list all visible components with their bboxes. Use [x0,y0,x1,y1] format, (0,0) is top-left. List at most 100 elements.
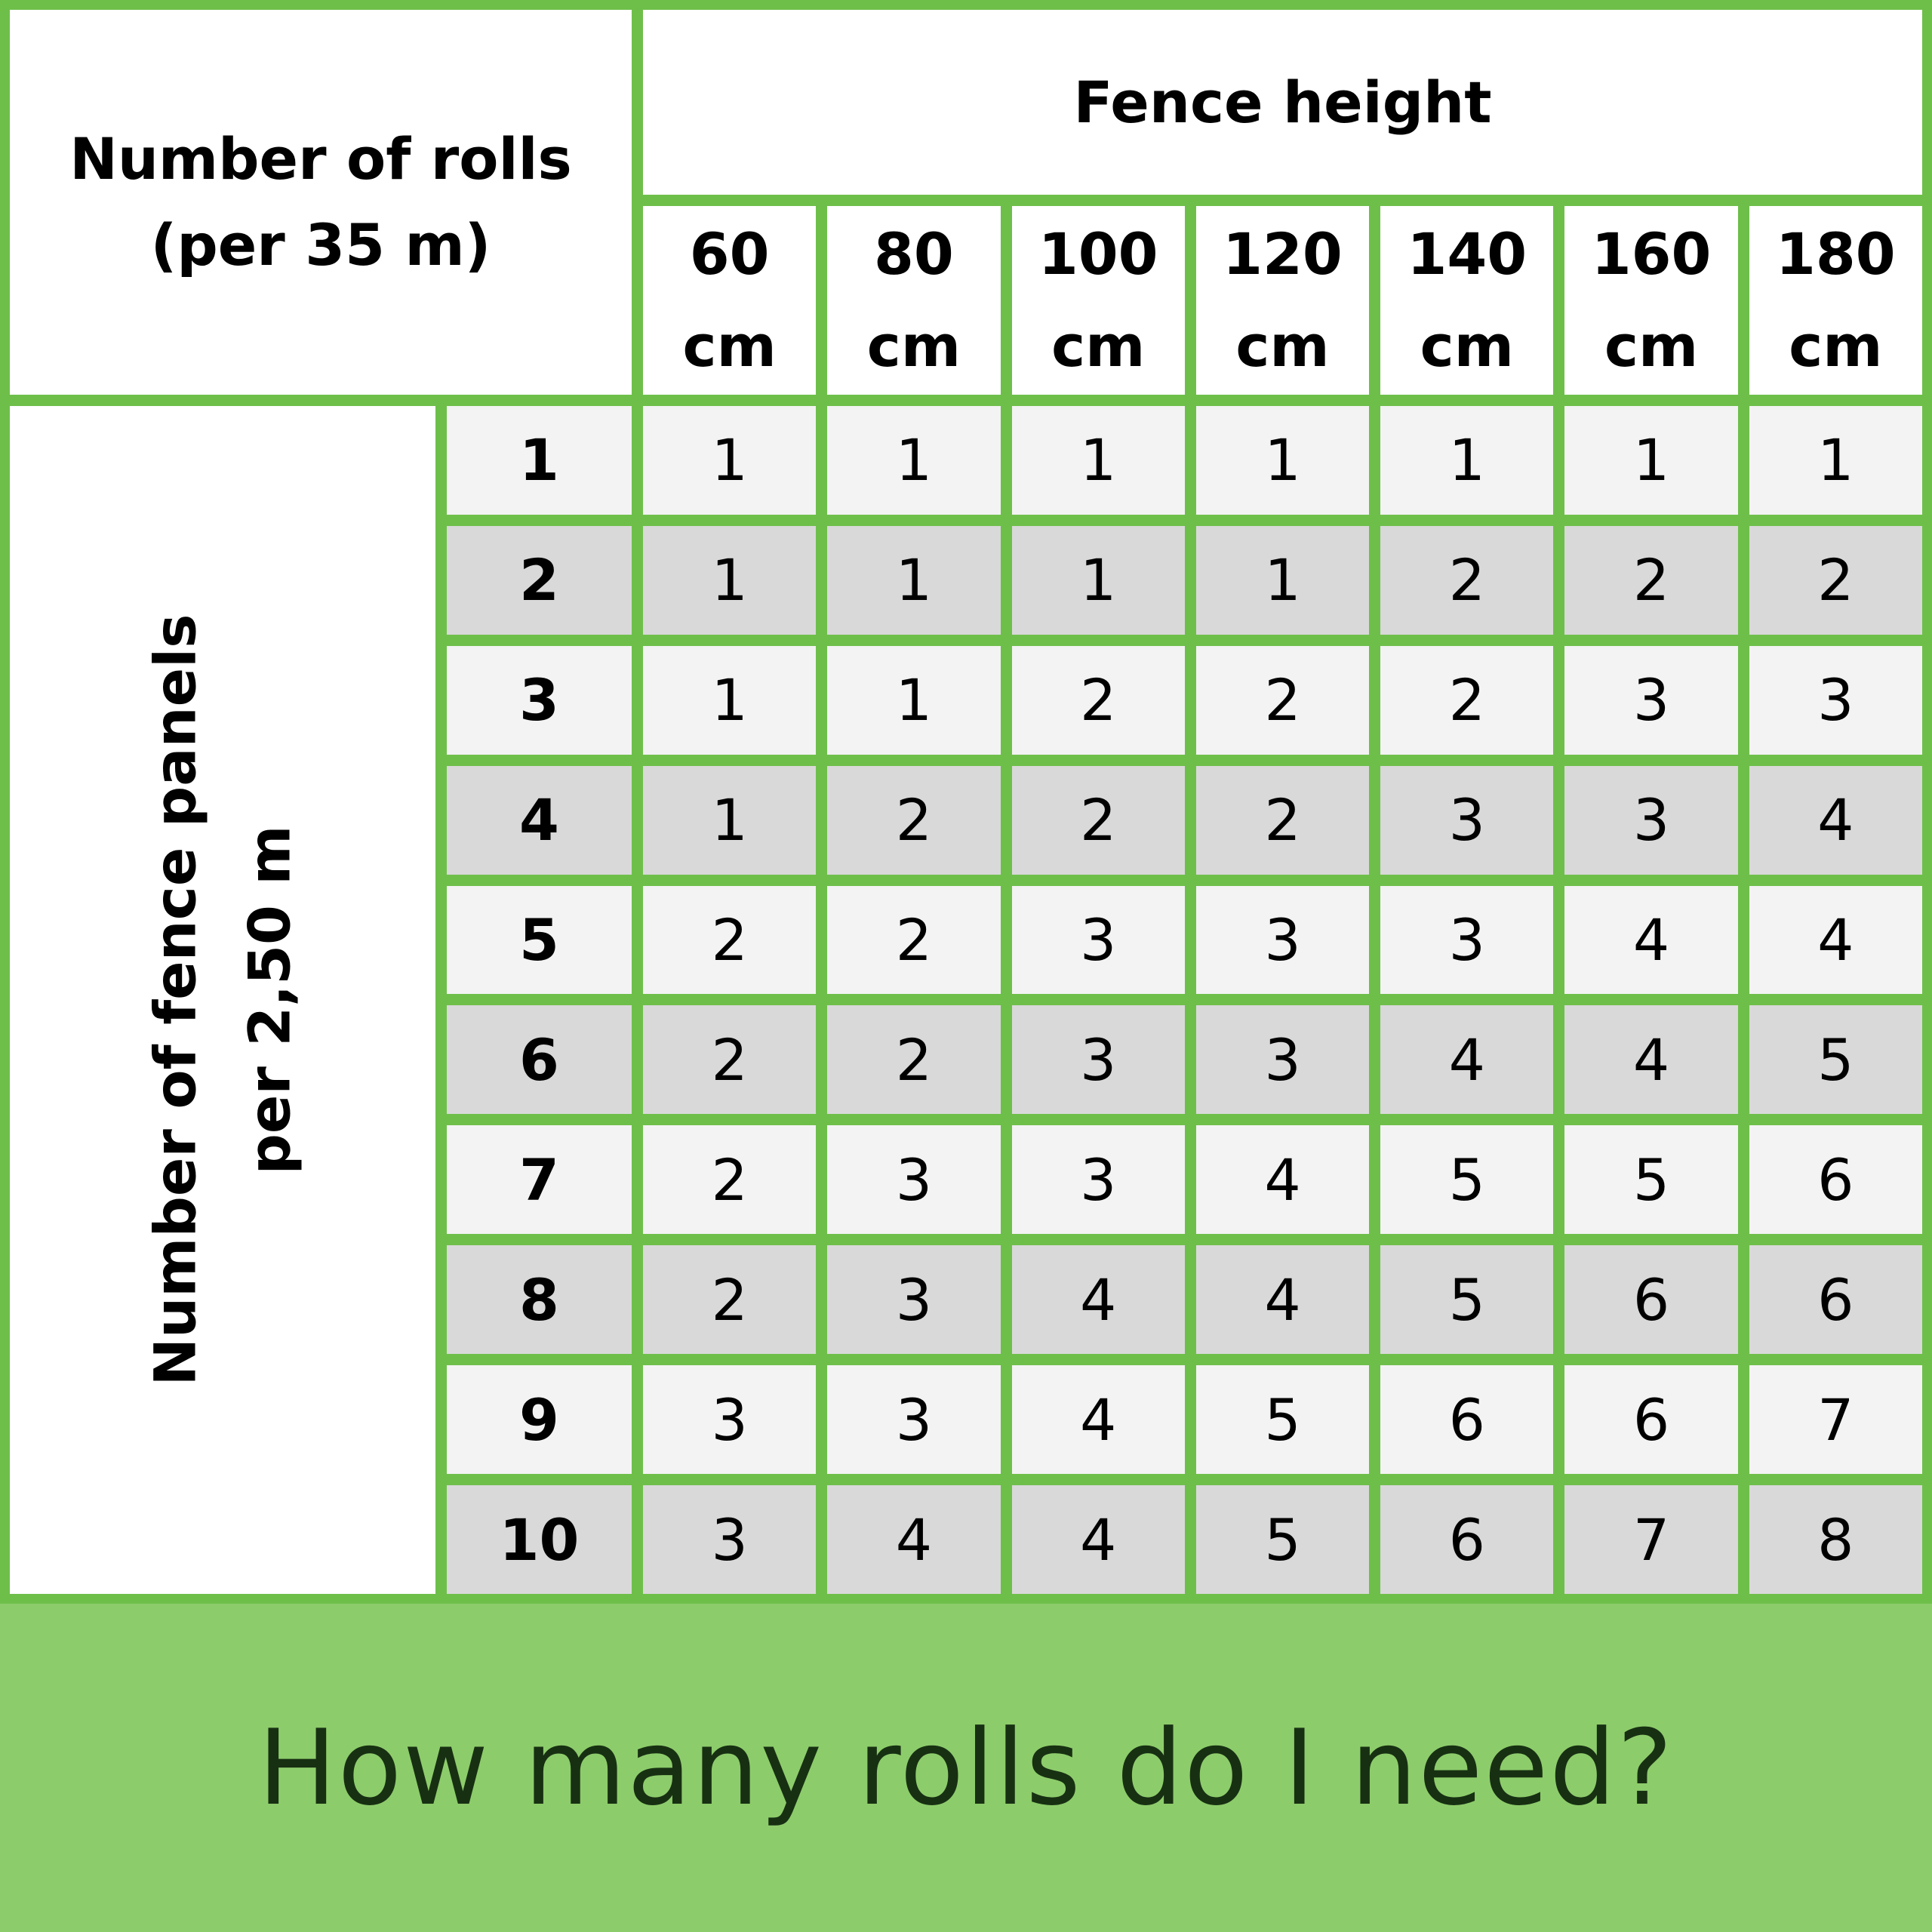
table-cell: 6 [1380,1365,1554,1475]
table-cell: 2 [827,765,1001,875]
table-cell: 4 [1011,1485,1185,1594]
row-label: 2 [447,525,632,635]
row-label: 6 [447,1005,632,1115]
row-label: 3 [447,645,632,755]
table-cell: 4 [1011,1245,1185,1355]
table-cell: 2 [643,885,817,995]
table-cell: 6 [1380,1485,1554,1594]
column-header-value: 120 [1223,220,1343,288]
column-header-unit: cm [1604,312,1699,380]
column-header-unit: cm [1789,312,1883,380]
column-header: 80 cm [827,206,1001,395]
row-label: 5 [447,885,632,995]
table-cell: 3 [643,1365,817,1475]
table-cell: 3 [827,1365,1001,1475]
row-label: 8 [447,1245,632,1355]
table-cell: 3 [827,1245,1001,1355]
column-header: 140 cm [1380,206,1554,395]
table-cell: 1 [1011,406,1185,515]
table-cell: 1 [1380,406,1554,515]
table-cell: 4 [1749,885,1922,995]
table-cell: 7 [1564,1485,1738,1594]
column-header: 120 cm [1195,206,1370,395]
column-header-value: 140 [1407,220,1527,288]
table-cell: 3 [643,1485,817,1594]
table-corner-header: Number of rolls (per 35 m) [10,10,632,395]
table-cell: 3 [1749,645,1922,755]
table-cell: 1 [1564,406,1738,515]
column-header-unit: cm [1420,312,1514,380]
corner-title: Number of rolls [69,125,572,192]
column-header-value: 80 [874,220,954,288]
table-cell: 2 [1564,525,1738,635]
table-cell: 4 [1380,1005,1554,1115]
corner-subtitle: (per 35 m) [150,211,491,278]
table-cell: 4 [1749,765,1922,875]
row-label: 1 [447,406,632,515]
table-cell: 1 [1749,406,1922,515]
table-cell: 4 [1195,1245,1370,1355]
table-cell: 5 [1749,1005,1922,1115]
table-cell: 2 [1011,765,1185,875]
table-cell: 2 [827,885,1001,995]
table-cell: 1 [1011,525,1185,635]
table-cell: 6 [1749,1125,1922,1235]
table-cell: 3 [827,1125,1001,1235]
table-cell: 4 [1011,1365,1185,1475]
table-cell: 6 [1564,1365,1738,1475]
column-header: 160 cm [1564,206,1738,395]
table-cell: 4 [1564,885,1738,995]
column-header: 180 cm [1749,206,1922,395]
table-cell: 1 [643,765,817,875]
row-axis-header: Number of fence panels per 2,50 m [10,406,435,1594]
column-header-unit: cm [866,312,961,380]
table-cell: 2 [827,1005,1001,1115]
row-label: 10 [447,1485,632,1594]
table-cell: 3 [1011,1005,1185,1115]
table-cell: 3 [1564,645,1738,755]
table-cell: 2 [1749,525,1922,635]
table-cell: 2 [1195,765,1370,875]
column-header-value: 100 [1038,220,1158,288]
table-cell: 5 [1195,1485,1370,1594]
table-cell: 5 [1380,1245,1554,1355]
table-cell: 2 [1195,645,1370,755]
column-header-unit: cm [1235,312,1330,380]
table-cell: 4 [827,1485,1001,1594]
table-cell: 1 [643,645,817,755]
footer-question: How many rolls do I need? [257,1707,1675,1829]
table-cell: 1 [827,645,1001,755]
column-header-unit: cm [1051,312,1146,380]
table-cell: 5 [1564,1125,1738,1235]
table-cell: 4 [1564,1005,1738,1115]
table-cell: 1 [1195,525,1370,635]
table-cell: 2 [643,1005,817,1115]
table-cell: 4 [1195,1125,1370,1235]
table-cell: 1 [643,406,817,515]
table-cell: 3 [1011,1125,1185,1235]
table-cell: 2 [643,1245,817,1355]
column-header: 100 cm [1011,206,1185,395]
row-label: 4 [447,765,632,875]
table-cell: 1 [827,525,1001,635]
column-header-value: 180 [1776,220,1896,288]
table-cell: 3 [1195,885,1370,995]
table-cell: 5 [1380,1125,1554,1235]
table-cell: 1 [643,525,817,635]
table-cell: 6 [1749,1245,1922,1355]
column-header-value: 60 [689,220,770,288]
table-cell: 1 [1195,406,1370,515]
table-cell: 6 [1564,1245,1738,1355]
table-cell: 3 [1380,765,1554,875]
footer-banner: How many rolls do I need? [0,1604,1932,1932]
column-header: 60 cm [643,206,817,395]
table-cell: 2 [1011,645,1185,755]
table-cell: 8 [1749,1485,1922,1594]
row-axis-title: Number of fence panels [141,614,209,1386]
row-label: 9 [447,1365,632,1475]
row-axis-label: Number of fence panels per 2,50 m [128,614,318,1386]
table-cell: 3 [1564,765,1738,875]
table-cell: 1 [827,406,1001,515]
table-cell: 7 [1749,1365,1922,1475]
